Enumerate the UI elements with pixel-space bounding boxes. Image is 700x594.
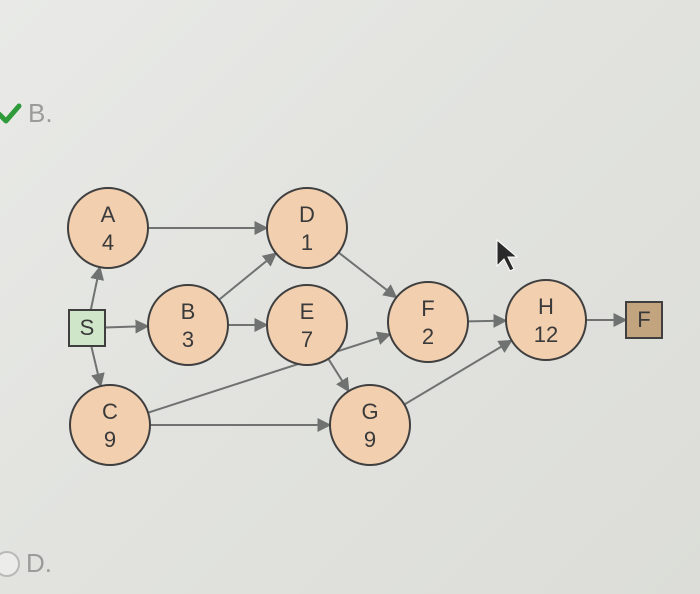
- node-square: [625, 301, 663, 339]
- edge-c-to-f: [147, 331, 392, 414]
- edge-e-to-g: [327, 358, 350, 393]
- edge-g-to-h: [403, 339, 513, 406]
- edge-s-to-a: [89, 265, 105, 311]
- node-a: A4: [67, 187, 149, 269]
- node-duration-label: 3: [182, 327, 194, 352]
- option-d-label: D.: [26, 548, 52, 578]
- edge-s-to-c: [90, 345, 105, 388]
- checkmark-icon: [0, 101, 22, 127]
- node-duration-label: 12: [534, 322, 558, 347]
- edges-layer: [89, 221, 628, 432]
- node-c: C9: [69, 384, 151, 466]
- node-name-label: D: [299, 202, 315, 227]
- node-circle: [266, 187, 348, 269]
- node-h: H 12: [505, 279, 587, 361]
- node-end: F: [625, 301, 663, 339]
- edge-b-to-d: [218, 252, 278, 301]
- node-circle: [387, 281, 469, 363]
- node-duration-label: 9: [364, 427, 376, 452]
- node-duration-label: 7: [301, 327, 313, 352]
- node-name-label: C: [102, 399, 118, 424]
- node-square: [68, 309, 106, 347]
- node-duration-label: 2: [422, 324, 434, 349]
- node-name-label: B: [181, 299, 196, 324]
- node-duration-label: 1: [301, 230, 313, 255]
- node-name-label: F: [637, 307, 650, 332]
- edge-d-to-f: [337, 251, 398, 299]
- option-b[interactable]: B.: [0, 98, 53, 129]
- node-circle: [505, 279, 587, 361]
- node-duration-label: 4: [102, 230, 114, 255]
- node-name-label: G: [361, 399, 378, 424]
- node-name-label: F: [421, 296, 434, 321]
- node-g: G9: [329, 384, 411, 466]
- node-name-label: H: [538, 294, 554, 319]
- node-circle: [69, 384, 151, 466]
- option-b-label: B.: [28, 98, 53, 128]
- node-d: D1: [266, 187, 348, 269]
- node-f: F2: [387, 281, 469, 363]
- node-s: S: [68, 309, 106, 347]
- node-circle: [329, 384, 411, 466]
- node-e: E7: [266, 284, 348, 366]
- node-circle: [147, 284, 229, 366]
- mouse-cursor-icon: [496, 238, 519, 272]
- node-name-label: A: [101, 202, 116, 227]
- node-circle: [266, 284, 348, 366]
- option-d[interactable]: D.: [0, 548, 52, 579]
- node-b: B3: [147, 284, 229, 366]
- node-name-label: E: [300, 299, 315, 324]
- node-duration-label: 9: [104, 427, 116, 452]
- node-circle: [67, 187, 149, 269]
- node-name-label: S: [80, 315, 95, 340]
- edge-f-to-h: [467, 313, 508, 328]
- radio-button-icon[interactable]: [0, 550, 20, 577]
- edge-s-to-b: [104, 319, 150, 334]
